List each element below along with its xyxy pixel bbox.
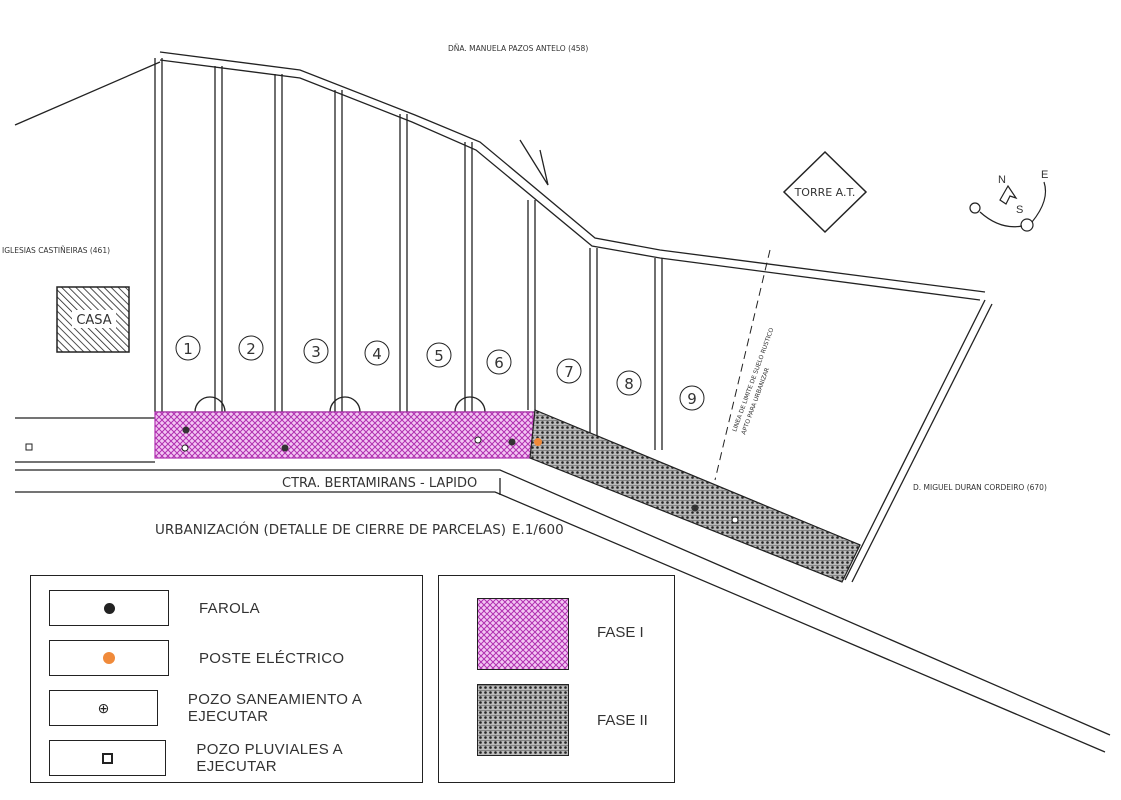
owner-right-label: D. MIGUEL DURAN CORDEIRO (670)	[913, 483, 1047, 492]
drawing-title: URBANIZACIÓN (DETALLE DE CIERRE DE PARCE…	[155, 520, 506, 538]
legend-label: POZO PLUVIALES A EJECUTAR	[196, 741, 343, 775]
svg-text:7: 7	[564, 363, 574, 381]
svg-text:E: E	[1041, 169, 1048, 181]
parcel-1: 1	[175, 335, 201, 361]
owner-left-label: IGLESIAS CASTIÑEIRAS (461)	[2, 246, 110, 255]
torre-label: TORRE A.T.	[794, 186, 856, 199]
farola-icon	[103, 602, 115, 614]
road-label: CTRA. BERTAMIRANS - LAPIDO	[282, 476, 477, 491]
phase-2-label: FASE II	[597, 712, 648, 729]
phase-2-swatch	[477, 684, 569, 756]
legend-label: POSTE ELÉCTRICO	[199, 649, 345, 667]
electric-pole-icon	[534, 438, 542, 446]
parcel-6: 6	[486, 349, 512, 375]
phase-1-label: FASE I	[597, 624, 644, 641]
parcel-8: 8	[616, 370, 642, 396]
plan-symbols	[25, 426, 739, 524]
svg-text:5: 5	[434, 347, 444, 365]
parcel-9: 9	[679, 385, 705, 411]
parcel-5: 5	[426, 342, 452, 368]
phase-2-area	[529, 409, 861, 583]
phase-1-area	[154, 411, 534, 459]
parcel-4: 4	[364, 340, 390, 366]
legend-label: FAROLA	[199, 599, 260, 617]
svg-text:2: 2	[246, 340, 256, 358]
owner-top-label: DÑA. MANUELA PAZOS ANTELO (458)	[448, 44, 588, 53]
parcel-numbers: 1 2 3 4 5 6 7 8 9	[175, 335, 705, 411]
svg-text:8: 8	[624, 375, 634, 393]
svg-text:S: S	[1016, 204, 1023, 216]
symbols-legend: FAROLA POSTE ELÉCTRICO ⊕ POZO SANEAMIENTO…	[30, 575, 423, 783]
svg-text:9: 9	[687, 390, 697, 408]
drawing-scale: E.1/600	[512, 522, 564, 538]
svg-text:4: 4	[372, 345, 382, 363]
svg-text:6: 6	[494, 354, 504, 372]
svg-text:3: 3	[311, 343, 321, 361]
phase-1-swatch	[477, 598, 569, 670]
phases-legend: FASE I FASE II	[438, 575, 675, 783]
parcel-3: 3	[303, 338, 329, 364]
svg-text:N: N	[998, 174, 1006, 186]
electric-pole-icon	[103, 652, 115, 664]
legend-label: POZO SANEAMIENTO A EJECUTAR	[187, 691, 362, 725]
rainwater-well-icon	[102, 752, 114, 764]
compass-icon: N S E	[969, 169, 1048, 232]
parcel-2: 2	[238, 335, 264, 361]
svg-text:1: 1	[183, 340, 193, 358]
torre-symbol	[782, 150, 868, 234]
parcel-7: 7	[556, 358, 582, 384]
sanitation-well-icon: ⊕	[97, 699, 110, 716]
casa-label: CASA	[76, 313, 111, 328]
